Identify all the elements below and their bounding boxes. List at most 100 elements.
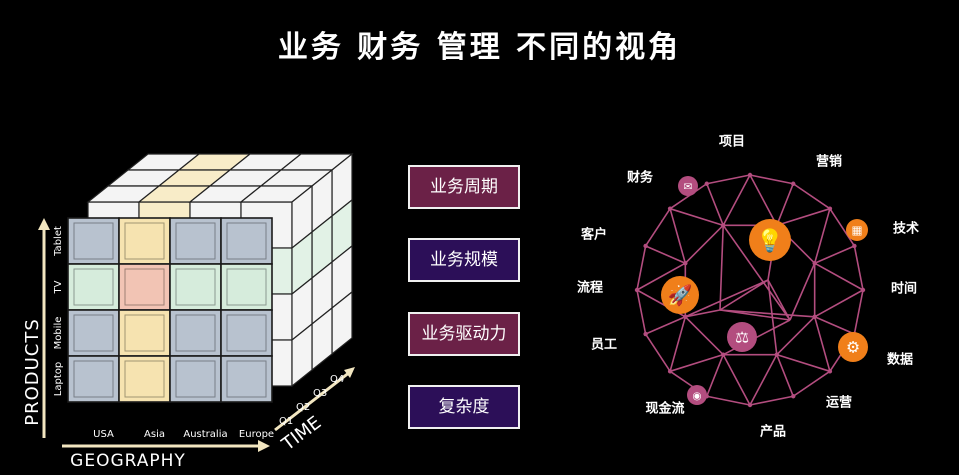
network-edge (792, 183, 831, 210)
geography-tick: Asia (144, 429, 165, 440)
cube-cell-inner (124, 314, 165, 352)
network-edge (636, 262, 686, 291)
dimension-button[interactable]: 业务驱动力 (408, 312, 520, 356)
cube-cell-inner (175, 268, 216, 306)
network-edge (749, 395, 794, 406)
cube-front-cell (169, 263, 222, 311)
cube-cell-inner (124, 360, 165, 398)
network-vertex (683, 314, 688, 319)
network-vertex (634, 287, 640, 293)
time-tick: Q2 (296, 402, 310, 413)
network-edge (636, 289, 647, 335)
network-edge (636, 245, 647, 291)
network-edge (722, 224, 791, 321)
network-vertex (747, 172, 753, 178)
geography-tick: USA (93, 429, 114, 440)
cube-cell-inner (73, 222, 114, 260)
network-edge (749, 174, 778, 226)
network-edge (767, 279, 791, 321)
network-edge (814, 262, 864, 291)
cube-front-cell (67, 217, 120, 265)
network-label: 时间 (890, 281, 918, 297)
network-edge (645, 245, 686, 264)
network-label: 员工 (590, 337, 618, 353)
cube-front-cell (118, 355, 171, 403)
cube-cell-inner (175, 314, 216, 352)
network-edge (814, 245, 855, 264)
network-edge (719, 309, 815, 318)
scales-icon: ⚖ (735, 328, 749, 347)
dimension-button[interactable]: 复杂度 (408, 385, 520, 429)
network-hub-node (661, 276, 699, 314)
network-edge (719, 279, 769, 311)
network-edge (776, 353, 831, 373)
network-edge (706, 354, 724, 397)
network-vertex (667, 369, 673, 374)
network-vertex (704, 181, 709, 186)
cube-side-cell (291, 322, 313, 388)
network-vertex (852, 243, 857, 249)
lightbulb-icon: 💡 (756, 228, 783, 254)
product-tick: Laptop (53, 362, 64, 396)
product-tick: TV (53, 280, 64, 294)
network-edge (722, 319, 791, 356)
network-vertex (827, 369, 833, 374)
cube-cell-inner (226, 222, 267, 260)
cube-cell-inner (175, 222, 216, 260)
cube-cell-inner (73, 268, 114, 306)
network-edge (645, 316, 686, 335)
network-edge (776, 207, 831, 227)
products-axis-label: PRODUCTS (22, 318, 43, 426)
network-edge (829, 208, 856, 247)
network-edge (776, 354, 794, 397)
network-vertex (683, 261, 688, 266)
cube-front-cell (169, 309, 222, 357)
network-edge (669, 207, 724, 227)
network-edge (776, 224, 816, 264)
location-icon: ◉ (692, 390, 701, 402)
network-edge (767, 279, 778, 355)
network-nodes: 💡🚀⚖⚙▦✉◉ (634, 172, 868, 408)
network-label: 产品 (759, 424, 787, 440)
network-edge (792, 370, 831, 397)
cube-cell-inner (226, 360, 267, 398)
network-edge (685, 279, 769, 318)
cube-front-cell (67, 309, 120, 357)
network-edge (749, 354, 778, 406)
product-tick: Tablet (53, 226, 64, 257)
cube-front-cell (220, 263, 273, 311)
cube-cell-inner (124, 268, 165, 306)
cube-front-cell (67, 355, 120, 403)
network-vertex (812, 314, 817, 319)
network-label: 流程 (576, 280, 604, 296)
cube-cell-inner (175, 360, 216, 398)
cube-cell-inner (124, 222, 165, 260)
network-label: 财务 (626, 170, 654, 186)
cube-cell-inner (226, 314, 267, 352)
network-edge (853, 245, 864, 291)
network-hub-node (727, 322, 757, 352)
dimension-button[interactable]: 业务规模 (408, 238, 520, 282)
network-vertex (860, 287, 866, 293)
network-edge (669, 353, 724, 373)
network-label: 技术 (892, 221, 920, 237)
network-edge (814, 316, 855, 335)
network-edge (722, 174, 751, 226)
network-edges (636, 174, 864, 406)
network-label: 现金流 (645, 401, 685, 417)
cube-front-cell (220, 309, 273, 357)
network-edge (719, 225, 725, 311)
network-vertex (791, 181, 796, 186)
network-edge (669, 208, 687, 264)
page-title: 业务 财务 管理 不同的视角 (277, 30, 682, 65)
network-vertex (827, 206, 833, 211)
network-edge (706, 395, 751, 406)
gear-icon: ⚙ (846, 338, 860, 357)
rocket-icon: 🚀 (668, 283, 693, 307)
network-vertex (747, 402, 753, 408)
dimension-button[interactable]: 业务周期 (408, 165, 520, 209)
network-label: 项目 (718, 134, 746, 150)
geography-tick: Europe (239, 429, 274, 440)
